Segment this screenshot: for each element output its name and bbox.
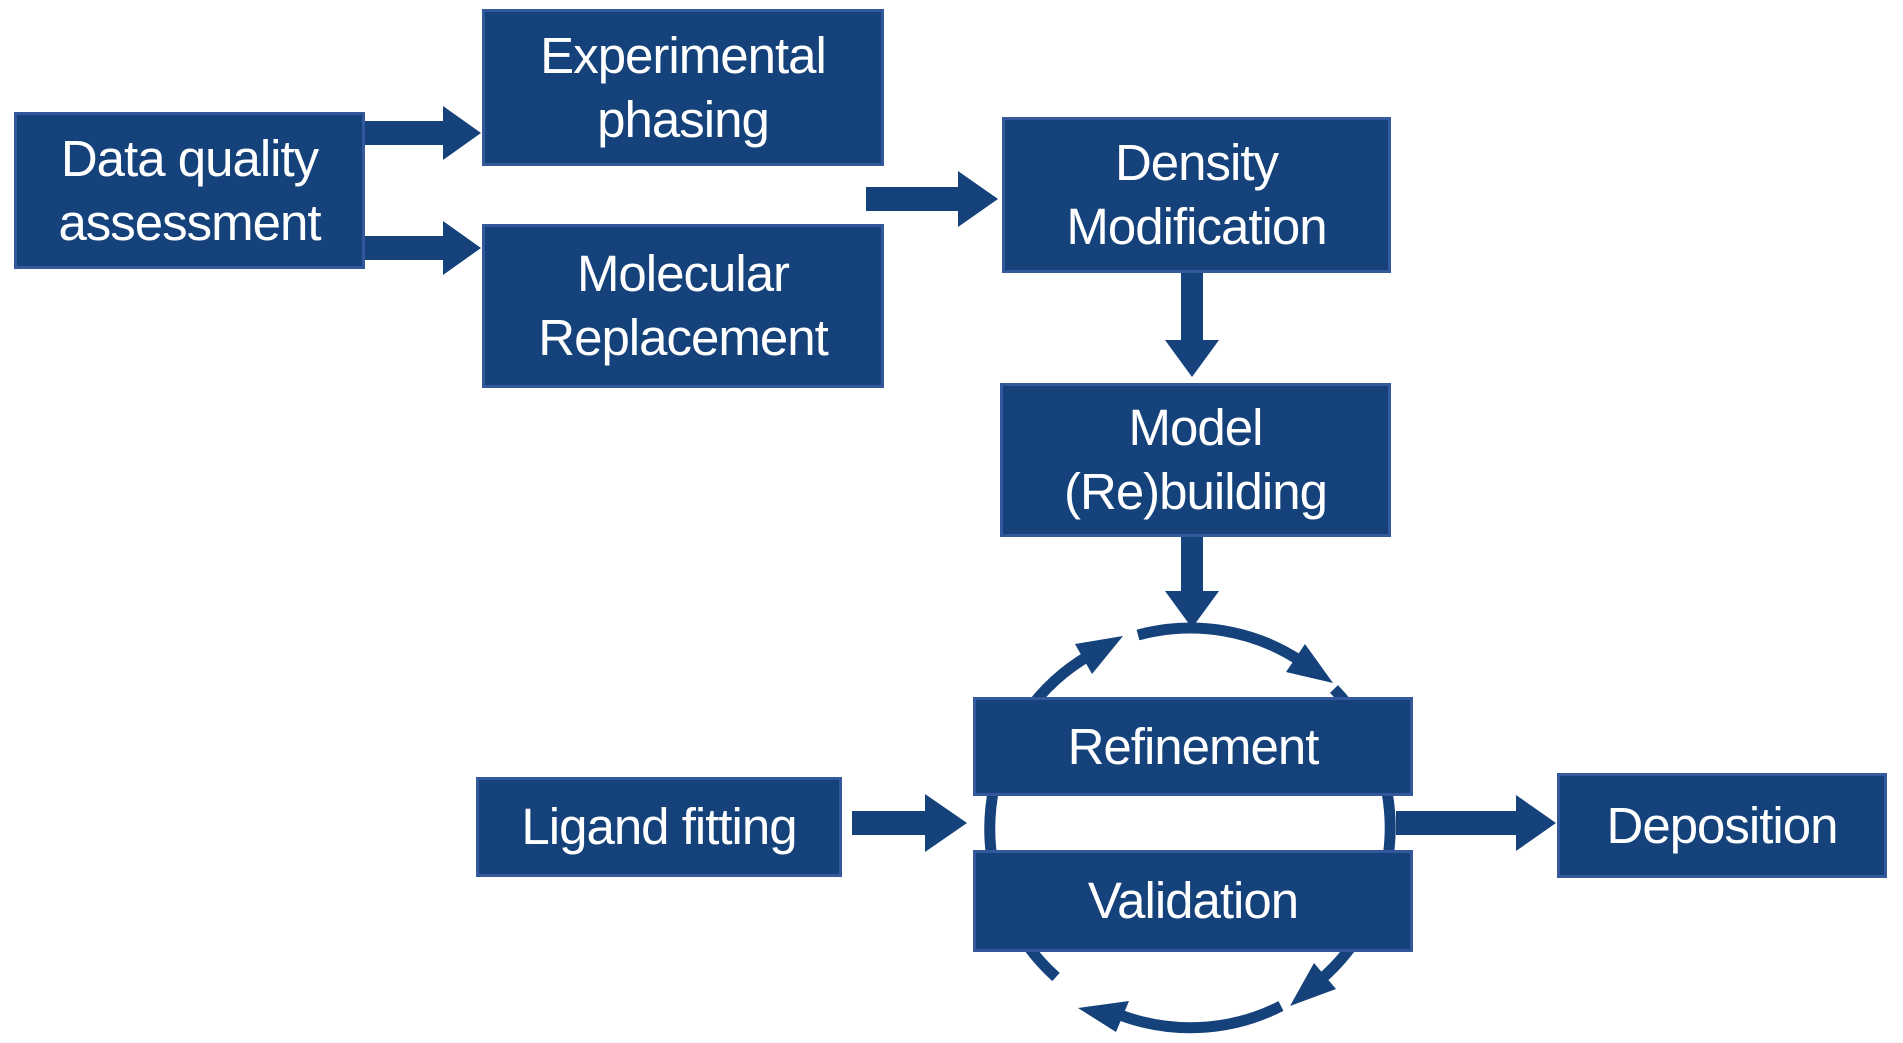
node-label: Validation bbox=[1087, 872, 1299, 929]
cycle-arrowhead-top-right-icon bbox=[1286, 644, 1333, 683]
node-label: Refinement bbox=[1067, 717, 1320, 775]
cycle-arc-bottom bbox=[1112, 1001, 1284, 1034]
node-label: assessment bbox=[58, 193, 321, 251]
cycle-arrowhead-bottom-left-icon bbox=[1078, 1001, 1129, 1032]
arrow-cycle-to-deposition bbox=[1396, 795, 1556, 851]
node-label: Model bbox=[1128, 399, 1264, 456]
cycle-arrowhead-bottom-right-icon bbox=[1290, 963, 1336, 1006]
node-label: Density bbox=[1114, 134, 1279, 191]
node-deposition: Deposition bbox=[1557, 773, 1887, 878]
node-density-modification: Density Modification bbox=[1002, 117, 1391, 273]
node-ligand-fitting: Ligand fitting bbox=[476, 777, 842, 877]
arrow-phasing-to-density-modification bbox=[866, 171, 998, 227]
node-label: Modification bbox=[1066, 198, 1327, 255]
node-validation: Validation bbox=[973, 850, 1413, 952]
node-label: Ligand fitting bbox=[521, 798, 797, 855]
node-data-quality-assessment: Data quality assessment bbox=[14, 112, 365, 269]
node-refinement: Refinement bbox=[973, 697, 1413, 796]
node-label: Data quality bbox=[60, 129, 319, 187]
cycle-arrows bbox=[984, 622, 1396, 1034]
arrow-data-quality-to-experimental-phasing bbox=[365, 106, 481, 160]
node-label: Replacement bbox=[538, 309, 828, 366]
arrow-density-modification-to-model-rebuilding bbox=[1165, 273, 1219, 377]
node-experimental-phasing: Experimental phasing bbox=[482, 9, 884, 166]
node-label: phasing bbox=[597, 90, 770, 148]
cycle-arrowhead-top-left-icon bbox=[1075, 636, 1123, 674]
node-model-rebuilding: Model (Re)building bbox=[1000, 383, 1391, 537]
node-label: (Re)building bbox=[1064, 463, 1328, 520]
cycle-arc-top bbox=[1136, 622, 1306, 667]
node-label: Experimental bbox=[540, 26, 827, 84]
node-molecular-replacement: Molecular Replacement bbox=[482, 224, 884, 388]
arrow-data-quality-to-molecular-replacement bbox=[365, 221, 481, 275]
arrow-model-rebuilding-to-cycle bbox=[1165, 537, 1219, 628]
arrow-ligand-fitting-to-cycle bbox=[852, 794, 967, 852]
node-label: Deposition bbox=[1606, 796, 1839, 854]
node-label: Molecular bbox=[576, 245, 790, 302]
